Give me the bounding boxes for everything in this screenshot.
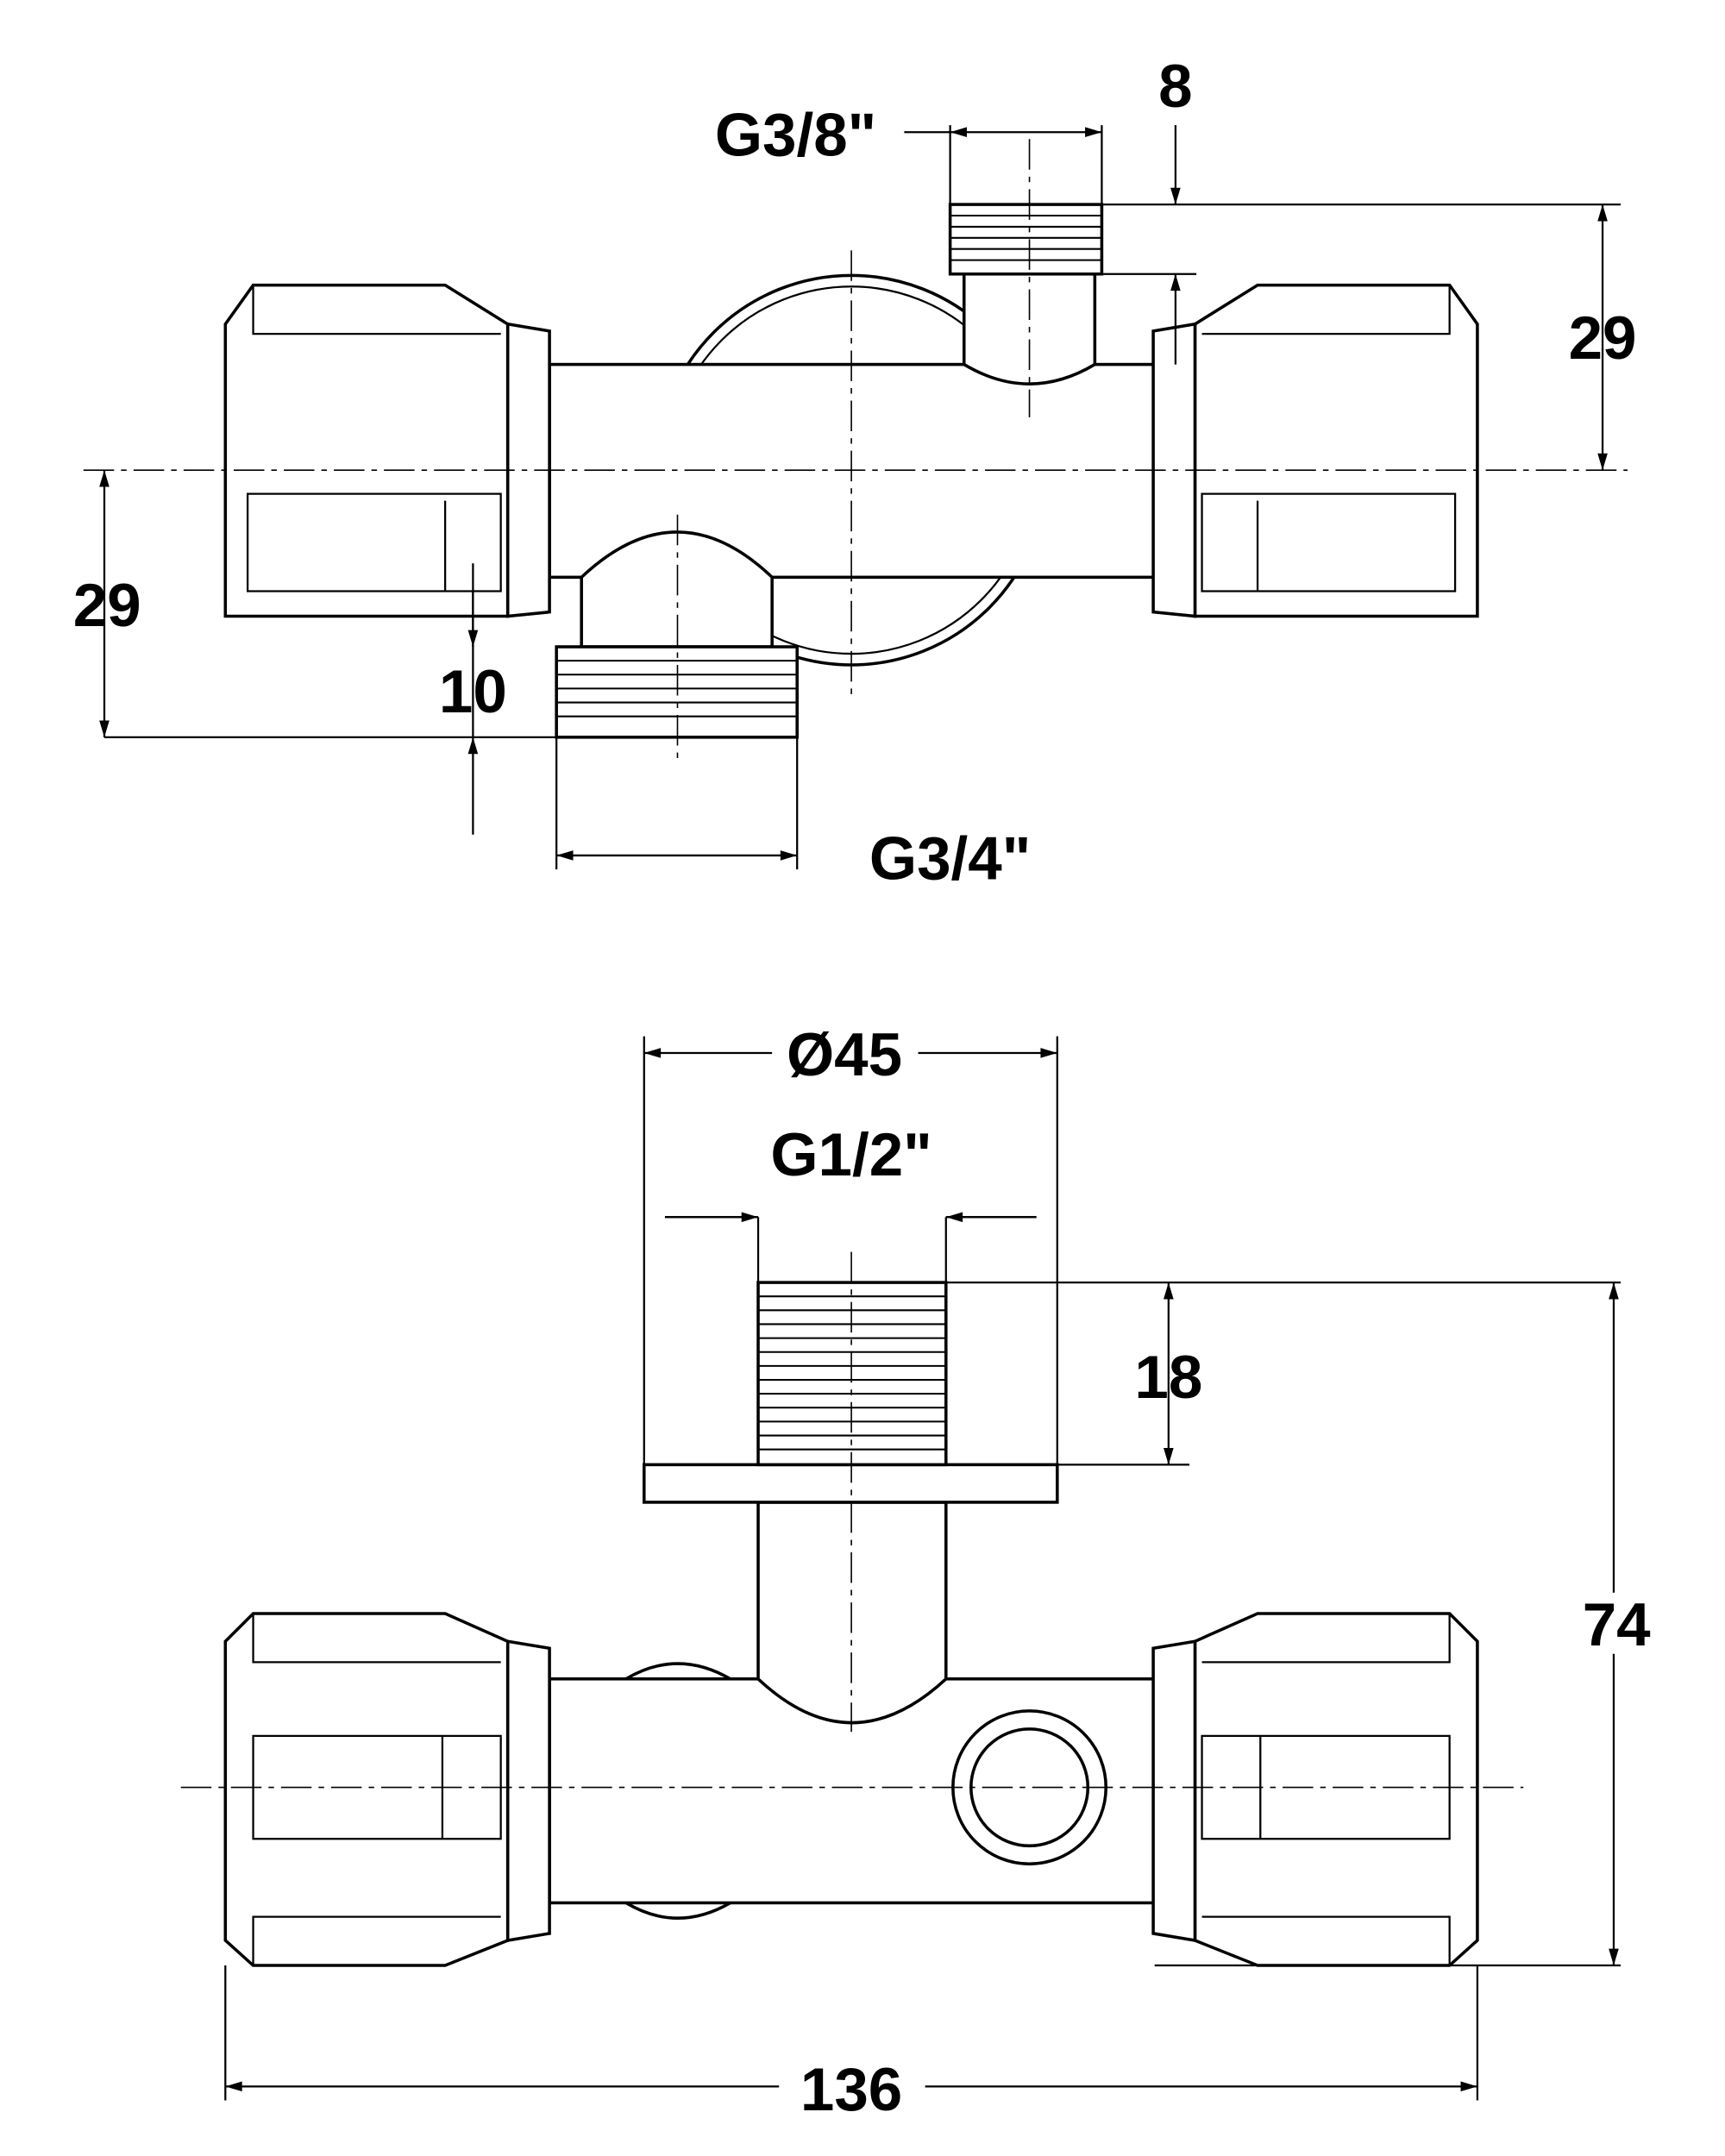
dim-inlet-offset: 29 — [73, 572, 141, 640]
dim-outlet-thread: G3/8" — [715, 102, 876, 170]
dim-outlet-thread-length: 8 — [1158, 53, 1192, 121]
dim-overall-width: 136 — [800, 2056, 902, 2124]
dim-inlet-thread-length: 10 — [439, 658, 507, 726]
left-nut — [223, 1612, 551, 1967]
dim-inlet-thread: G3/4" — [869, 824, 1031, 893]
dim-thread-length: 18 — [1134, 1344, 1202, 1412]
front-view: Ø45 G1/2" 18 74 136 — [180, 1021, 1670, 2124]
dim-outlet-offset: 29 — [1569, 304, 1637, 373]
left-nut — [223, 283, 551, 618]
right-nut — [1151, 1612, 1479, 1967]
right-nut — [1151, 283, 1479, 618]
dim-height: 74 — [1583, 1591, 1651, 1659]
top-view: G3/8" 8 29 29 10 G3/4" — [73, 53, 1637, 893]
dim-flange-diameter: Ø45 — [787, 1021, 902, 1089]
dim-connection-thread: G1/2" — [770, 1121, 932, 1189]
